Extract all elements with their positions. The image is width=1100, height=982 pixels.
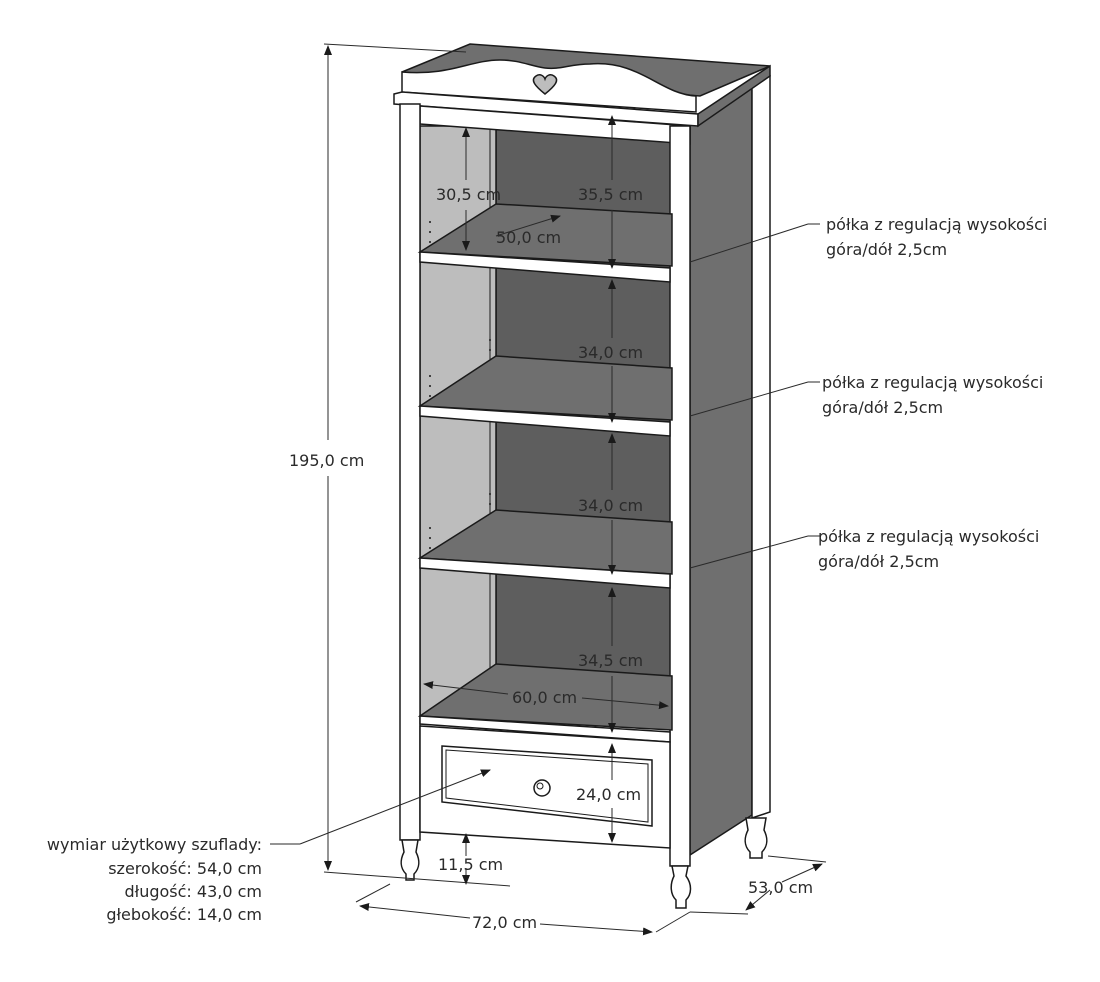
shelf-note-line1: półka z regulacją wysokości bbox=[826, 215, 1047, 234]
dimension-labels: 195,0 cm 30,5 cm 35,5 cm 50,0 cm 34,0 cm… bbox=[289, 185, 813, 932]
label-top-gap: 30,5 cm bbox=[436, 185, 501, 204]
bookcase-drawing bbox=[393, 43, 771, 909]
shelf-note-line2: góra/dół 2,5cm bbox=[818, 552, 939, 571]
drawer-info: wymiar użytkowy szuflady: szerokość: 54,… bbox=[47, 835, 262, 924]
label-drawer-height: 24,0 cm bbox=[576, 785, 641, 804]
shelf-3 bbox=[417, 509, 673, 589]
drawer-info-width: szerokość: 54,0 cm bbox=[108, 859, 262, 878]
drawer-info-title: wymiar użytkowy szuflady: bbox=[47, 835, 262, 854]
right-front-post bbox=[669, 125, 691, 867]
shelf-note: półka z regulacją wysokości góra/dół 2,5… bbox=[822, 373, 1043, 417]
shelf-note-line1: półka z regulacją wysokości bbox=[818, 527, 1039, 546]
back-right-post bbox=[751, 74, 771, 820]
shelf-2 bbox=[417, 355, 673, 437]
label-total-width: 72,0 cm bbox=[472, 913, 537, 932]
label-space-3: 34,0 cm bbox=[578, 496, 643, 515]
shelf-note-line1: półka z regulacją wysokości bbox=[822, 373, 1043, 392]
drawer-info-depth: głebokość: 14,0 cm bbox=[106, 905, 262, 924]
label-inner-width: 60,0 cm bbox=[512, 688, 577, 707]
label-inner-depth: 50,0 cm bbox=[496, 228, 561, 247]
shelf-1 bbox=[417, 203, 673, 283]
shelf-note: półka z regulacją wysokości góra/dół 2,5… bbox=[818, 527, 1039, 571]
shelf-note-line2: góra/dół 2,5cm bbox=[822, 398, 943, 417]
shelf-notes: półka z regulacją wysokości góra/dół 2,5… bbox=[818, 215, 1047, 571]
shelf-bottom bbox=[417, 663, 673, 743]
label-space-4: 34,5 cm bbox=[578, 651, 643, 670]
dimension-lines bbox=[270, 43, 827, 936]
label-total-height: 195,0 cm bbox=[289, 451, 364, 470]
shelf-holes bbox=[429, 221, 491, 549]
label-space-2: 34,0 cm bbox=[578, 343, 643, 362]
right-front-leg bbox=[670, 865, 692, 909]
right-side-panel bbox=[689, 86, 753, 857]
left-front-leg bbox=[400, 839, 420, 881]
drawer-info-length: długość: 43,0 cm bbox=[125, 882, 263, 901]
label-leg-height: 11,5 cm bbox=[438, 855, 503, 874]
label-total-depth: 53,0 cm bbox=[748, 878, 813, 897]
left-front-post bbox=[399, 103, 421, 841]
right-back-leg bbox=[744, 817, 768, 859]
label-space-1: 35,5 cm bbox=[578, 185, 643, 204]
heart-icon bbox=[532, 74, 558, 95]
shelf-note-line2: góra/dół 2,5cm bbox=[826, 240, 947, 259]
shelf-note: półka z regulacją wysokości góra/dół 2,5… bbox=[826, 215, 1047, 259]
